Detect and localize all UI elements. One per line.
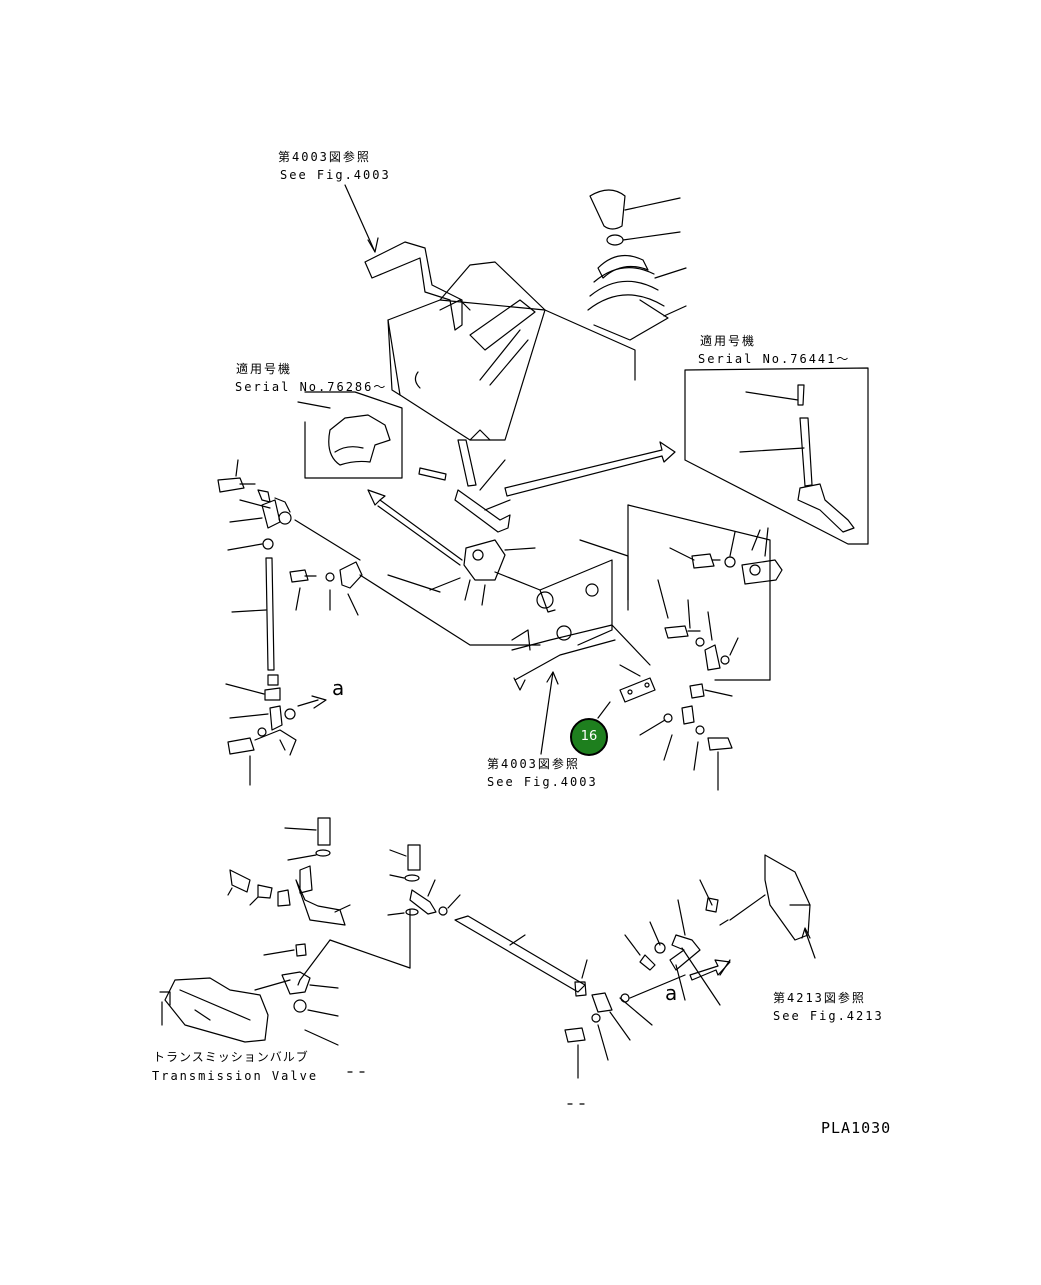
ref-4003-mid-en: See Fig.4003 [487,775,598,789]
drawing-code: PLA1030 [821,1119,892,1137]
guide-arrows [367,441,676,566]
part-callout-16[interactable]: 16 [570,718,608,756]
inset-serial-76286 [297,391,403,479]
center-bracket [511,504,771,691]
transmission-valve-en: Transmission Valve [152,1069,319,1083]
arrow-label-a-lower: a [665,981,678,1005]
ref-leader-mid [540,671,559,755]
left-rod-assembly [217,459,361,786]
lever-knob-boot [587,189,687,341]
small-marks [347,1071,585,1105]
ref-4213-en: See Fig.4213 [773,1009,884,1023]
serial-76286-jp: 適用号機 [236,362,293,376]
ref-4003-mid-jp: 第4003図参照 [487,757,580,771]
right-cluster [639,527,783,791]
lower-center-rod [387,844,686,1079]
link-plate [597,664,656,719]
central-linkage [387,439,541,606]
ref-4003-top-jp: 第4003図参照 [278,150,371,164]
transmission-valve-jp: トランスミッションバルブ [153,1050,309,1064]
lower-right-bellcrank [624,854,816,1006]
inset-serial-76441 [684,367,869,545]
ref-4003-top-en: See Fig.4003 [280,168,391,182]
arrow-label-a-upper: a [332,676,345,700]
lower-left-linkage [159,817,411,1046]
left-mid-bolts [289,561,541,646]
serial-76286-en: Serial No.76286～ [235,380,388,394]
serial-76441-en: Serial No.76441～ [698,352,851,366]
ref-4213-jp: 第4213図参照 [773,991,866,1005]
ref-leader-top [344,184,379,253]
serial-76441-jp: 適用号機 [700,334,757,348]
control-stand [364,241,636,441]
